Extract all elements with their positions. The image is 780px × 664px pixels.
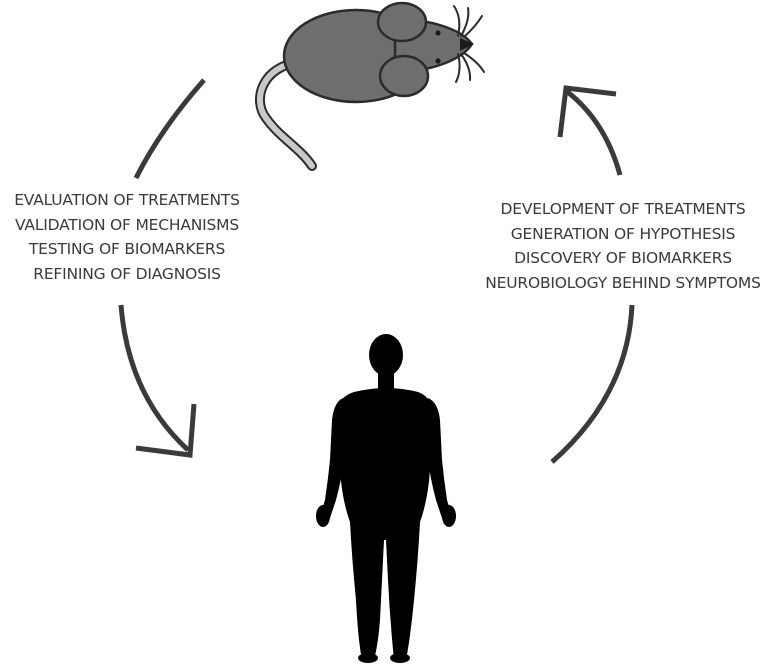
right-upper-arc [563, 88, 623, 176]
left-lower-arc [118, 304, 190, 452]
left-list-item: TESTING OF BIOMARKERS [28, 240, 226, 258]
left-list-item: EVALUATION OF TREATMENTS [14, 191, 240, 209]
left-arrowhead-icon [135, 403, 197, 458]
right-lower-arc [550, 304, 635, 464]
right-list-item: DISCOVERY OF BIOMARKERS [514, 249, 732, 267]
left-list-item: VALIDATION OF MECHANISMS [15, 215, 239, 234]
right-list-item: GENERATION OF HYPOTHESIS [510, 224, 736, 243]
left-list-item: REFINING OF DIAGNOSIS [33, 264, 221, 283]
forward-translation-list: DEVELOPMENT OF TREATMENTS GENERATION OF … [466, 197, 780, 295]
right-arrowhead-icon [557, 85, 617, 138]
right-list-item: NEUROBIOLOGY BEHIND SYMPTOMS [485, 273, 761, 292]
mouse-icon [255, 1, 485, 171]
right-list-item: DEVELOPMENT OF TREATMENTS [500, 200, 746, 218]
reverse-translation-list: EVALUATION OF TREATMENTS VALIDATION OF M… [0, 188, 254, 286]
human-silhouette-icon [316, 334, 456, 663]
left-upper-arc [133, 78, 206, 180]
